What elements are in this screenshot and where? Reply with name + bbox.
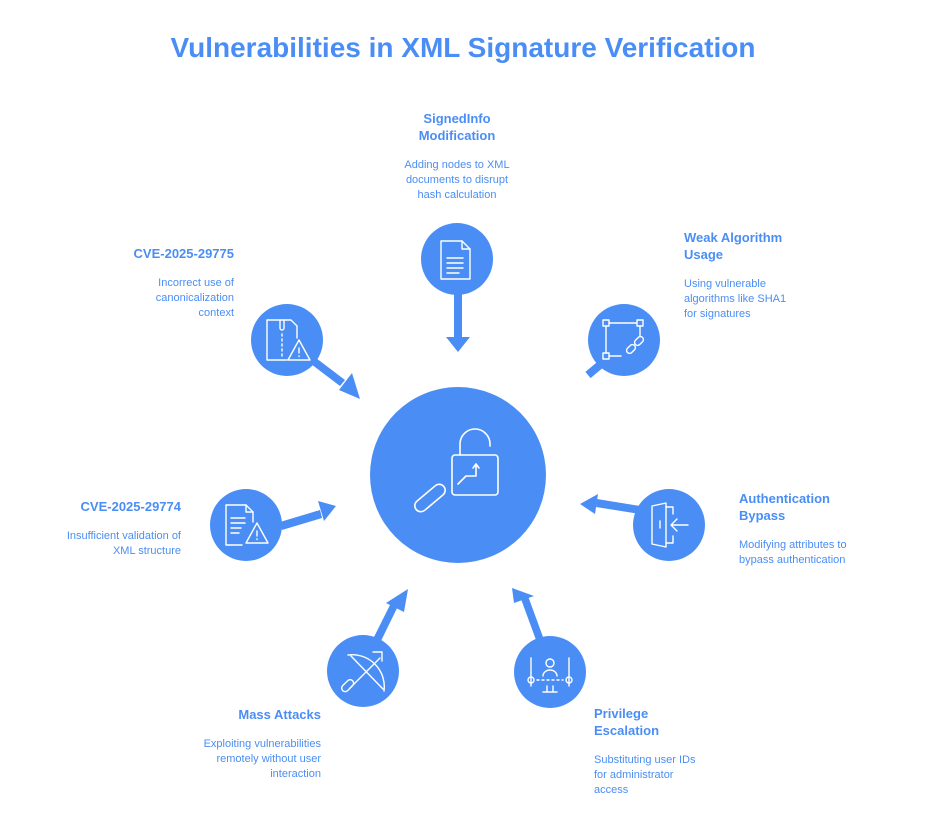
- diagram-title: Vulnerabilities in XML Signature Verific…: [170, 32, 756, 63]
- node-title: Weak Algorithm: [684, 230, 783, 245]
- node-description: Insufficient validation of XML structure: [66, 530, 181, 557]
- node-circle-privilege-escalation: [514, 636, 586, 708]
- node-title: Mass Attacks: [238, 707, 321, 722]
- node-authentication-bypass: Authentication Bypass Modifying attribut…: [739, 490, 919, 568]
- lock-with-key-icon: [414, 428, 499, 513]
- arrow-authentication-bypass: [580, 494, 640, 514]
- arrow-cve-29774: [280, 501, 336, 530]
- node-description: Exploiting vulnerabilities remotely with…: [203, 738, 321, 780]
- node-privilege-escalation: Privilege Escalation Substituting user I…: [594, 705, 794, 798]
- node-description: Substituting user IDs for administrator …: [594, 754, 696, 796]
- node-cve-29775: CVE-2025-29775 Incorrect use of canonica…: [40, 245, 234, 321]
- node-cve-29774: CVE-2025-29774 Insufficient validation o…: [10, 498, 181, 559]
- user-on-stage-icon: [527, 657, 573, 693]
- arrow-privilege-escalation: [512, 588, 543, 640]
- node-title: Authentication: [739, 491, 830, 506]
- node-circle-cve-29774: [210, 489, 282, 561]
- node-signedinfo: SignedInfo Modification Adding nodes to …: [357, 110, 557, 203]
- node-title: Usage: [684, 247, 724, 262]
- document-warning-icon: [225, 504, 269, 546]
- node-circle-signedinfo: [421, 223, 493, 295]
- node-description: Adding nodes to XML documents to disrupt…: [404, 159, 510, 201]
- node-title: CVE-2025-29774: [80, 499, 181, 514]
- node-circle-authentication-bypass: [633, 489, 705, 561]
- node-title: Modification: [418, 128, 496, 143]
- node-title: CVE-2025-29775: [133, 246, 234, 261]
- bow-and-arrow-icon: [340, 651, 385, 693]
- node-description: Using vulnerable algorithms like SHA1 fo…: [684, 278, 787, 320]
- node-title: Bypass: [739, 508, 786, 523]
- node-circle-weak-algorithm: [588, 304, 660, 376]
- arrow-cve-29775: [311, 358, 360, 399]
- node-title: Privilege: [594, 706, 649, 721]
- node-title: Escalation: [594, 723, 660, 738]
- node-title: SignedInfo: [423, 111, 491, 126]
- node-mass-attacks: Mass Attacks Exploiting vulnerabilities …: [120, 706, 321, 782]
- arrow-mass-attacks: [372, 589, 408, 645]
- node-description: Modifying attributes to bypass authentic…: [739, 539, 847, 566]
- door-enter-icon: [651, 502, 689, 548]
- central-hub: [370, 387, 546, 563]
- broken-chain-link-icon: [602, 319, 645, 360]
- node-circle-cve-29775: [251, 304, 323, 376]
- node-weak-algorithm: Weak Algorithm Usage Using vulnerable al…: [684, 229, 904, 322]
- document-icon: [440, 240, 471, 280]
- arrow-signedinfo: [446, 290, 470, 352]
- node-circle-mass-attacks: [327, 635, 399, 707]
- node-description: Incorrect use of canonicalization contex…: [155, 277, 234, 319]
- zip-file-warning-icon: [266, 319, 311, 361]
